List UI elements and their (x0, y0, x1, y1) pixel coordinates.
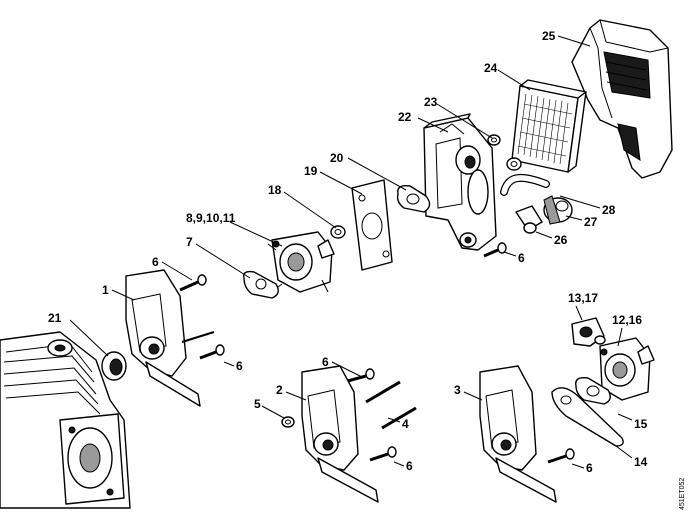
leader-lines (69, 35, 633, 469)
part-24-air-filter[interactable] (511, 79, 587, 173)
label-25: 25 (542, 29, 556, 43)
part-2-manifold[interactable] (301, 365, 379, 503)
part-3-manifold[interactable] (479, 365, 557, 503)
label-15: 15 (634, 417, 648, 431)
part-19-spacer-plate[interactable] (351, 179, 393, 271)
part-7-gasket[interactable] (243, 270, 279, 299)
label-5: 5 (254, 397, 261, 411)
label-22: 22 (398, 110, 412, 124)
screw-6e[interactable] (547, 448, 575, 464)
label-6b: 6 (236, 359, 243, 373)
engine-cylinder (0, 331, 131, 509)
label-13-17: 13,17 (568, 291, 598, 305)
screw-6b[interactable] (199, 344, 225, 360)
screw-6a[interactable] (179, 274, 207, 292)
part-26-fitting[interactable] (515, 205, 543, 234)
label-6e: 6 (586, 461, 593, 475)
label-21: 21 (48, 311, 62, 325)
label-18: 18 (268, 183, 282, 197)
label-28: 28 (602, 203, 616, 217)
label-1: 1 (102, 283, 109, 297)
part-8-11-carburetor[interactable] (267, 231, 335, 293)
part-25-filter-cover[interactable] (571, 19, 673, 179)
label-7: 7 (186, 235, 193, 249)
label-6f: 6 (518, 251, 525, 265)
part-18-plug[interactable] (330, 225, 346, 239)
part-21-seal[interactable] (101, 351, 127, 381)
part-labels: 25 24 23 22 20 19 18 8,9,10,11 7 6 1 21 … (48, 29, 648, 475)
label-23: 23 (424, 95, 438, 109)
label-2: 2 (276, 383, 283, 397)
part-22-carburetor-box[interactable] (423, 113, 497, 251)
part-5-washer[interactable] (281, 416, 295, 428)
part-13-17-fitting[interactable] (571, 317, 606, 347)
part-27-primer-bulb[interactable] (543, 195, 573, 225)
label-4: 4 (402, 417, 409, 431)
screw-6f[interactable] (483, 242, 507, 258)
label-24: 24 (484, 61, 498, 75)
part-15-gasket[interactable] (575, 376, 611, 405)
part-1-manifold[interactable] (125, 269, 215, 407)
label-6a: 6 (152, 255, 159, 269)
part-12-16-carburetor[interactable] (599, 337, 655, 401)
label-20: 20 (330, 151, 344, 165)
label-6c: 6 (322, 355, 329, 369)
label-14: 14 (634, 455, 648, 469)
label-27: 27 (584, 215, 598, 229)
part-14-plate[interactable] (551, 387, 624, 447)
label-26: 26 (554, 233, 568, 247)
label-3: 3 (454, 383, 461, 397)
label-8-9-10-11: 8,9,10,11 (186, 211, 236, 225)
filter-pleats (517, 93, 573, 165)
label-6d: 6 (406, 459, 413, 473)
part-28-hose[interactable] (500, 173, 550, 196)
drawing-code: 451ET052 (679, 478, 686, 510)
label-12-16: 12,16 (612, 313, 642, 327)
part-4-studs[interactable] (365, 380, 417, 430)
screw-6d[interactable] (369, 446, 397, 462)
label-19: 19 (304, 164, 318, 178)
